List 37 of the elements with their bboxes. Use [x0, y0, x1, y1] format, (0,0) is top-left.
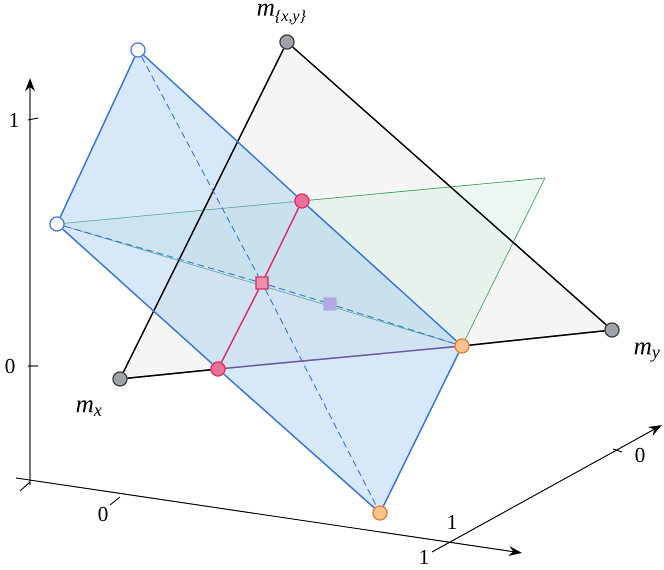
square-marker	[323, 297, 337, 311]
line	[141, 56, 259, 277]
tick-label: 1	[448, 514, 456, 530]
line	[268, 284, 324, 302]
point-marker	[130, 42, 146, 58]
tick-label: 1	[420, 550, 428, 564]
line	[292, 46, 607, 326]
tick-label: 0	[98, 506, 108, 522]
point-label: m$_{y}$	[634, 342, 660, 362]
line	[122, 48, 284, 372]
line	[62, 228, 213, 364]
point-marker	[210, 361, 226, 377]
tick-label: 1	[10, 112, 18, 128]
tick-label: 0	[635, 448, 645, 462]
line	[470, 330, 604, 346]
line	[60, 56, 136, 218]
line	[264, 289, 377, 506]
line	[264, 208, 300, 277]
line	[128, 368, 210, 380]
line	[143, 54, 297, 196]
point-marker	[372, 505, 388, 521]
line	[382, 352, 460, 506]
point-marker	[454, 338, 470, 354]
point-marker	[49, 216, 65, 232]
line	[336, 306, 455, 344]
point-marker	[112, 371, 128, 387]
point-marker	[279, 34, 295, 50]
tick-label: 0	[6, 358, 15, 374]
line	[220, 289, 260, 363]
line	[64, 226, 256, 282]
point-marker	[604, 322, 620, 338]
line	[307, 206, 457, 342]
line	[223, 374, 375, 508]
square-marker	[255, 276, 269, 290]
line	[226, 346, 454, 370]
point-marker	[294, 193, 310, 209]
point-label: m$_{x}$	[76, 400, 102, 416]
